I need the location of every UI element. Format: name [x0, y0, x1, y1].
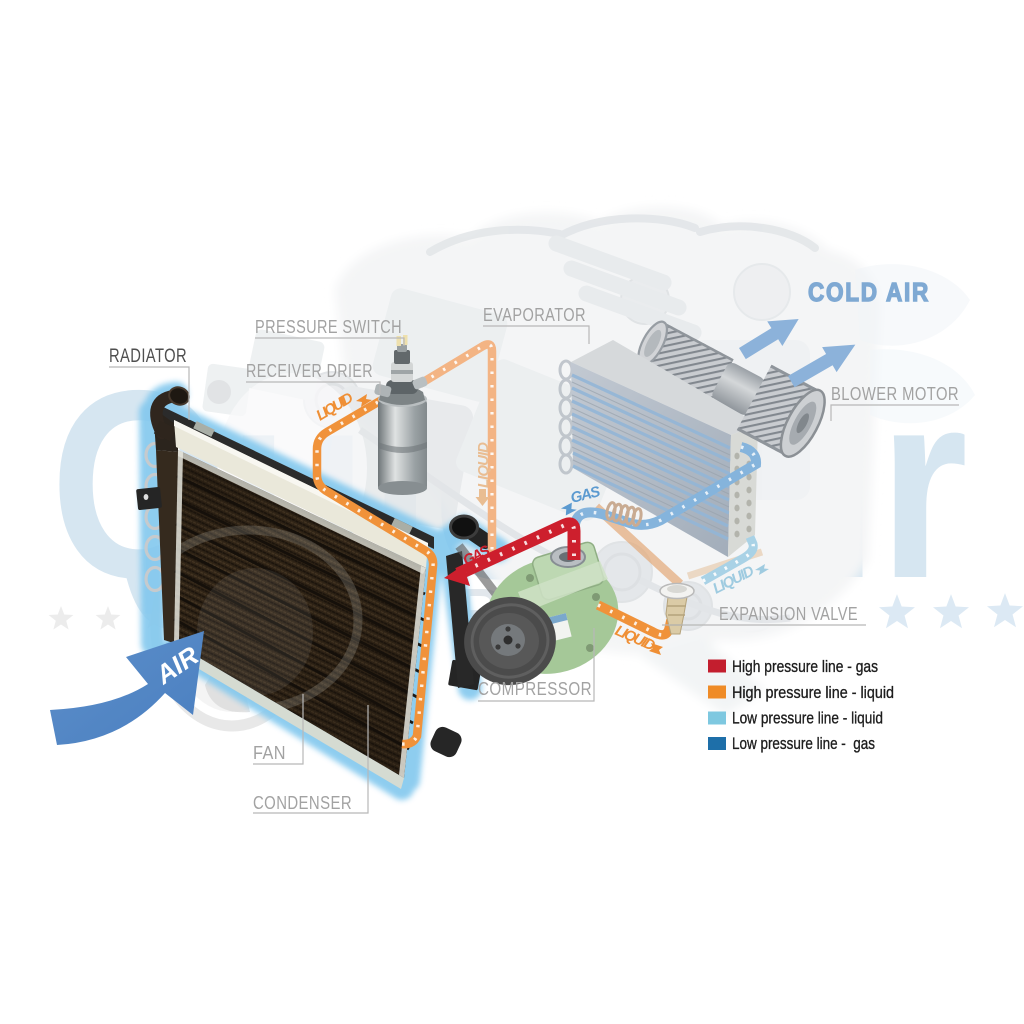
svg-text:High pressure line - gas: High pressure line - gas	[732, 657, 878, 676]
svg-text:RECEIVER DRIER: RECEIVER DRIER	[246, 361, 373, 381]
svg-text:COMPRESSOR: COMPRESSOR	[478, 679, 592, 699]
svg-text:EXPANSION VALVE: EXPANSION VALVE	[719, 604, 858, 624]
svg-text:FAN: FAN	[253, 743, 286, 763]
svg-text:High pressure line - liquid: High pressure line - liquid	[732, 683, 894, 702]
svg-text:LIQUID: LIQUID	[475, 442, 492, 488]
svg-text:GAS: GAS	[569, 483, 602, 507]
svg-text:Low pressure line - liquid: Low pressure line - liquid	[732, 709, 883, 728]
svg-text:COLD AIR: COLD AIR	[808, 277, 930, 307]
svg-text:BLOWER MOTOR: BLOWER MOTOR	[831, 384, 959, 404]
svg-text:Low pressure line - gas: Low pressure line - gas	[732, 734, 875, 753]
svg-text:RADIATOR: RADIATOR	[109, 346, 187, 367]
svg-text:PRESSURE SWITCH: PRESSURE SWITCH	[255, 317, 402, 337]
svg-text:EVAPORATOR: EVAPORATOR	[483, 305, 586, 325]
svg-text:CONDENSER: CONDENSER	[253, 793, 352, 813]
